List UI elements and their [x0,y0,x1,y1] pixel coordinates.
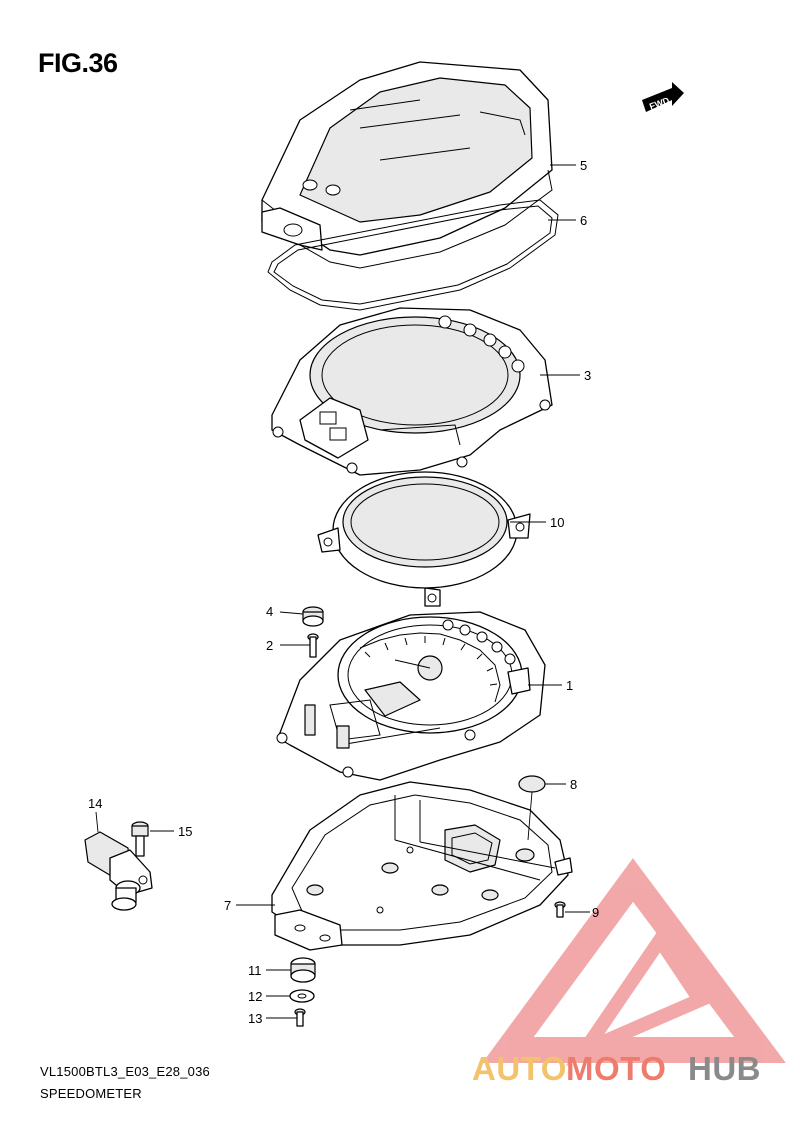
part-12-washer [289,989,315,1003]
part-3-inner-housing [271,307,553,476]
part-11-cushion [290,957,316,983]
callout-9: 9 [565,905,599,920]
part-1-speedometer-assembly [276,611,546,781]
watermark-text-moto: MOTO [566,1050,666,1087]
svg-text:2: 2 [266,638,273,653]
part-10-lens-ring [317,471,531,607]
svg-text:1: 1 [566,678,573,693]
part-14-speed-sensor [84,831,153,911]
svg-text:15: 15 [178,824,192,839]
svg-text:14: 14 [88,796,102,811]
figure-code: VL1500BTL3_E03_E28_036 [40,1064,210,1079]
gauge-tick-marks [364,636,498,686]
part-15-bolt [131,821,149,857]
svg-text:10: 10 [550,515,564,530]
callout-10: 10 [510,515,564,530]
svg-text:4: 4 [266,604,273,619]
callout-6: 6 [548,213,587,228]
watermark-text-auto: AUTO [472,1050,567,1087]
part-7-lower-case [271,781,573,951]
callout-3: 3 [540,368,591,383]
svg-text:12: 12 [248,989,262,1004]
svg-text:3: 3 [584,368,591,383]
part-6-gasket [267,199,559,311]
svg-text:5: 5 [580,158,587,173]
figure-title: FIG.36 [38,48,118,78]
part-8-cap [518,775,546,793]
callout-5: 5 [550,158,587,173]
svg-text:6: 6 [580,213,587,228]
fwd-arrow-icon: FWD [642,82,684,112]
svg-text:8: 8 [570,777,577,792]
svg-text:9: 9 [592,905,599,920]
svg-text:11: 11 [248,963,262,978]
watermark-brand-text: AUTO MOTO HUB [472,1050,761,1087]
part-9-screw [554,901,566,918]
watermark-logo-triangle [482,858,786,1067]
callout-13: 13 [248,1011,297,1026]
figure-name: SPEEDOMETER [40,1086,142,1101]
watermark-text-hub: HUB [688,1050,761,1087]
callout-7: 7 [224,898,275,913]
part-5-upper-case [261,61,553,269]
callout-8: 8 [527,777,577,841]
callout-11: 11 [248,963,291,978]
svg-text:13: 13 [248,1011,262,1026]
callout-2: 2 [266,638,310,653]
svg-text:7: 7 [224,898,231,913]
part-2-pin [307,633,319,658]
part-13-screw [294,1008,306,1027]
part-4-grommet [302,606,324,627]
callout-1: 1 [528,678,573,693]
callout-15: 15 [150,824,192,839]
callout-14: 14 [88,796,102,833]
callout-4: 4 [266,604,304,619]
callout-12: 12 [248,989,290,1004]
